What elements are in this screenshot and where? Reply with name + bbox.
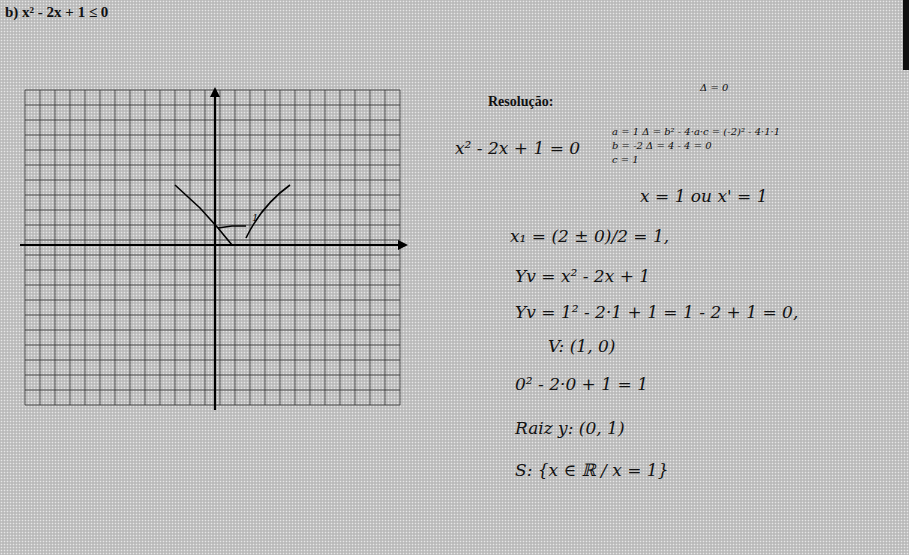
handwritten-step: 0² - 2·0 + 1 = 1 bbox=[515, 374, 648, 394]
handwritten-step: x₁ = (2 ± 0)/2 = 1, bbox=[510, 226, 669, 246]
handwritten-step: Raiz y: (0, 1) bbox=[515, 418, 625, 438]
handwritten-step: Yv = x² - 2x + 1 bbox=[515, 266, 650, 286]
section-heading: Resolução: bbox=[488, 94, 553, 110]
handwritten-note: b = -2 Δ = 4 - 4 = 0 bbox=[612, 140, 712, 151]
handwritten-step: x = 1 ou x' = 1 bbox=[640, 186, 768, 206]
handwritten-note: Δ = 0 bbox=[700, 82, 728, 93]
scan-edge bbox=[903, 0, 909, 70]
graph-label: 1 bbox=[252, 212, 258, 223]
exercise-heading: b) x² - 2x + 1 ≤ 0 bbox=[5, 4, 108, 21]
handwritten-note: c = 1 bbox=[612, 154, 639, 165]
handwritten-note: a = 1 Δ = b² - 4·a·c = (-2)² - 4·1·1 bbox=[612, 126, 780, 137]
handwritten-step: x² - 2x + 1 = 0 bbox=[455, 138, 580, 158]
handwritten-step: Yv = 1² - 2·1 + 1 = 1 - 2 + 1 = 0, bbox=[515, 302, 798, 322]
handwritten-step: V: (1, 0) bbox=[548, 336, 615, 356]
handwritten-answer: S: {x ∈ ℝ / x = 1} bbox=[515, 460, 669, 480]
